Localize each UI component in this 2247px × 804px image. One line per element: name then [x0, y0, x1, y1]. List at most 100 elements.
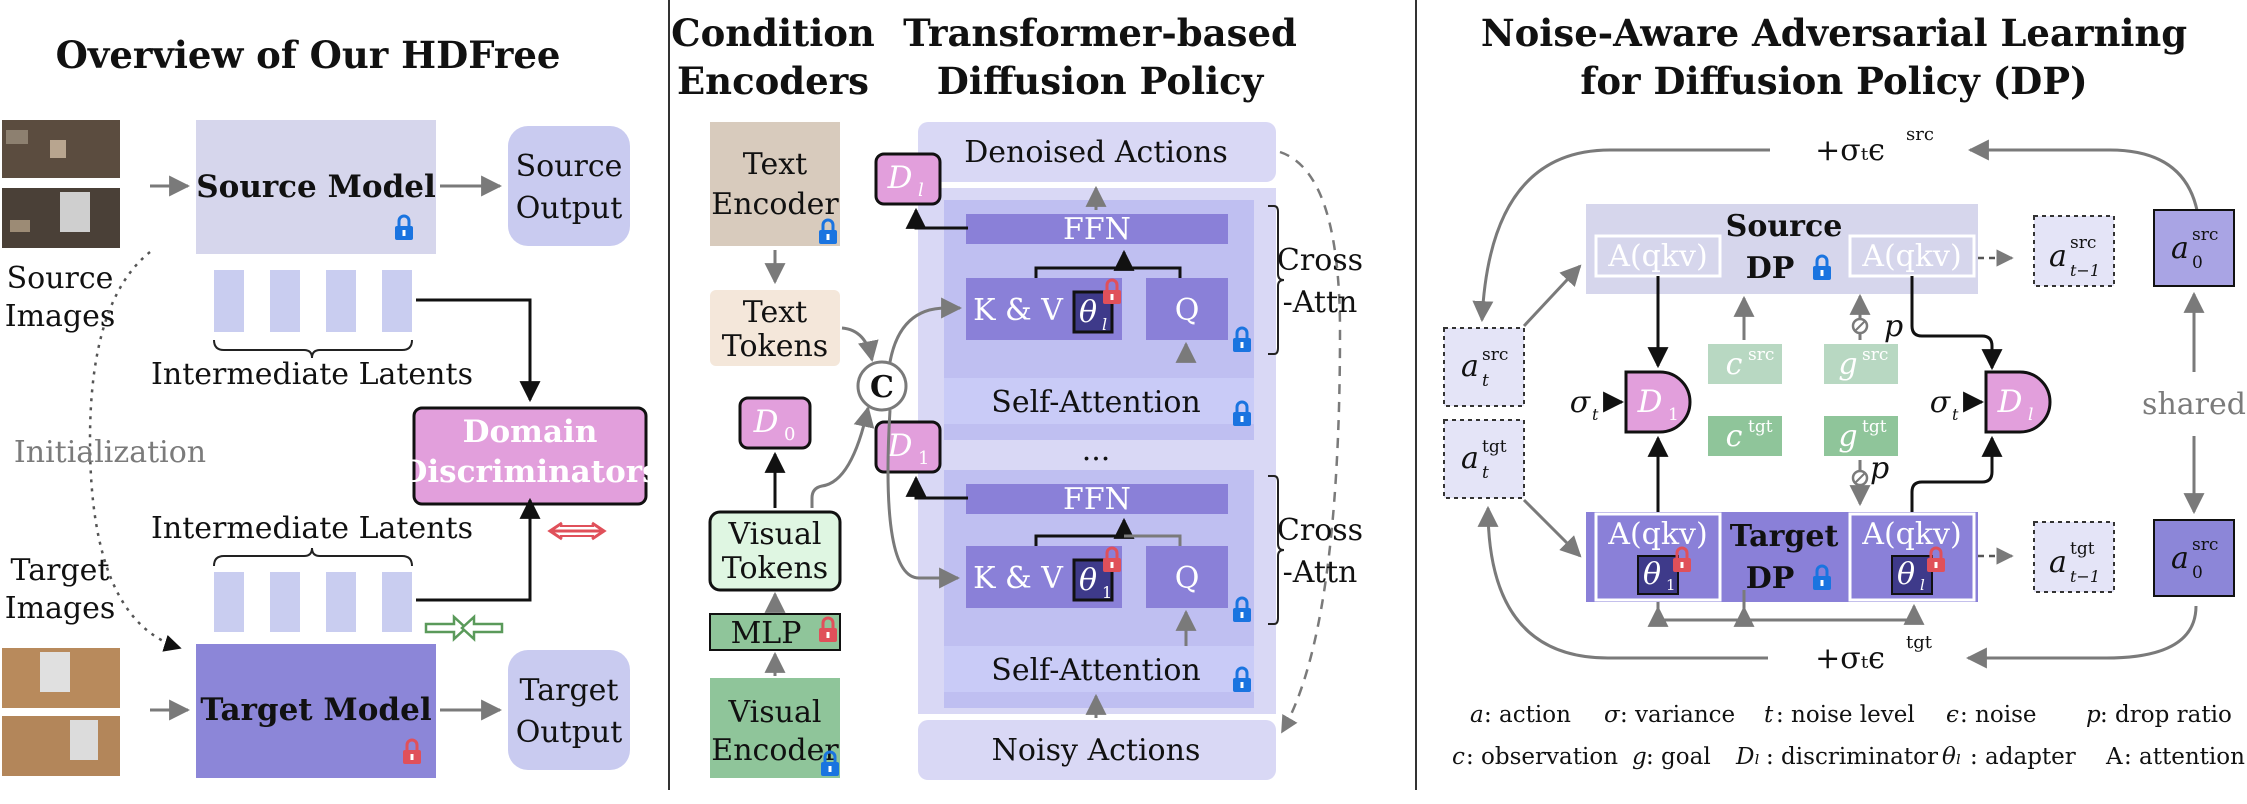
- adapter-theta-l: [1072, 290, 1114, 334]
- source-images-label-2: Images: [5, 299, 116, 334]
- a0-src-top-sup: src: [2192, 225, 2218, 245]
- intermediate-latents-top: [214, 270, 412, 332]
- source-output-box: [508, 126, 630, 246]
- visual-tokens-label-1: Visual: [728, 517, 822, 552]
- theta-1-sub: 1: [1102, 583, 1112, 602]
- self-attention-label-bottom: Self-Attention: [991, 653, 1200, 688]
- a-t-tgt-sub: t: [1482, 463, 1489, 483]
- c-tgt-sup: tgt: [1748, 417, 1773, 437]
- legend-sym: t: [1764, 702, 1774, 728]
- panel-transformer: Condition Encoders Transformer-based Dif…: [671, 11, 1363, 780]
- discriminator-d1: [874, 420, 942, 474]
- kv-label-top: K & V: [973, 293, 1064, 328]
- p3-theta-1-sub: 1: [1666, 576, 1676, 594]
- intermediate-latents-label-bottom: Intermediate Latents: [151, 511, 473, 546]
- d0-sub: 0: [784, 424, 795, 445]
- legend: a : action σ : variance t : noise level …: [1452, 702, 2245, 770]
- a0-src-bottom-box: [2153, 519, 2235, 597]
- intermediate-latents-label-top: Intermediate Latents: [151, 357, 473, 392]
- legend-sym: a: [1470, 702, 1484, 728]
- visual-encoder-label-1: Visual: [728, 695, 822, 730]
- a-hat-src-sup: src: [2070, 233, 2096, 253]
- panel2-title-right-2: Diffusion Policy: [937, 59, 1265, 103]
- visual-encoder-box: [710, 678, 840, 778]
- visual-tokens-box: [708, 510, 842, 592]
- aqkv-src-left-label: A(qkv): [1607, 239, 1707, 274]
- a-hat-tgt-box: [2033, 521, 2115, 593]
- legend-sym: p: [2086, 702, 2101, 728]
- cross-attn-label-bottom-1: Cross: [1277, 513, 1363, 548]
- legend-text: : noise level: [1776, 702, 1915, 728]
- ffn-box-top: [966, 214, 1228, 244]
- a0-src-top-sub: 0: [2192, 253, 2203, 273]
- source-dp-label-2: DP: [1746, 251, 1795, 286]
- source-images-thumbnails: [2, 120, 120, 248]
- text-tokens-box: [710, 290, 840, 366]
- kv-label-bottom: K & V: [973, 561, 1064, 596]
- intermediate-latents-bottom: [214, 572, 412, 632]
- panel-adversarial: Noise-Aware Adversarial Learning for Dif…: [1443, 11, 2246, 770]
- a-hat-src-box: [2033, 215, 2115, 287]
- noise-tgt-sup: tgt: [1906, 632, 1933, 653]
- a-t-src: a: [1461, 349, 1479, 384]
- denoised-actions-label: Denoised Actions: [964, 135, 1228, 170]
- self-attention-box-top: [944, 378, 1254, 424]
- self-attention-box-bottom: [944, 646, 1254, 692]
- visual-tokens-label-2: Tokens: [722, 551, 828, 586]
- sigma-left-sub: t: [1592, 405, 1599, 424]
- mlp-label: MLP: [731, 616, 802, 651]
- legend-text: : variance: [1620, 702, 1735, 728]
- q-box-top: [1146, 278, 1228, 340]
- legend-text: : attention: [2124, 744, 2245, 770]
- aqkv-tgt-left-label: A(qkv): [1607, 517, 1707, 552]
- theta-1: θ: [1079, 563, 1097, 598]
- legend-sym: Dₗ: [1735, 744, 1760, 770]
- panel1-title: Overview of Our HDFree: [56, 33, 561, 77]
- alignment-arrows-icon: [424, 614, 504, 642]
- noisy-actions-box: [918, 720, 1276, 780]
- theta-l-sub: l: [1102, 315, 1107, 334]
- target-images-thumbnails: [2, 648, 120, 776]
- legend-sym: c: [1452, 744, 1465, 770]
- cross-attn-label-top-2: -Attn: [1283, 285, 1358, 320]
- q-label-bottom: Q: [1175, 561, 1200, 596]
- q-box-bottom: [1146, 546, 1228, 608]
- legend-text: : observation: [1466, 744, 1618, 770]
- target-output-label-1: Target: [520, 673, 619, 708]
- target-dp-label-1: Target: [1730, 519, 1839, 554]
- shared-label: shared: [2142, 387, 2246, 422]
- source-output-label-2: Output: [516, 191, 623, 226]
- legend-sym: θₗ: [1942, 744, 1961, 770]
- a-hat-tgt-sup: tgt: [2070, 539, 2095, 559]
- g-tgt: g: [1838, 419, 1857, 454]
- g-src-box: [1824, 344, 1898, 384]
- legend-sym: g: [1632, 744, 1647, 770]
- target-images-label-2: Images: [5, 591, 116, 626]
- adversarial-arrow-icon: [547, 521, 607, 541]
- dl-label: D: [887, 160, 913, 196]
- q-label-top: Q: [1175, 293, 1200, 328]
- a-hat-src: a: [2049, 239, 2067, 274]
- cross-attn-label-bottom-2: -Attn: [1283, 555, 1358, 590]
- visual-encoder-label-2: Encoder: [711, 733, 839, 768]
- g-src: g: [1838, 347, 1857, 382]
- discriminator-dl-shape: [1984, 370, 2052, 434]
- target-output-label-2: Output: [516, 715, 623, 750]
- a-t-src-sup: src: [1482, 345, 1508, 365]
- dl-sub: l: [918, 180, 924, 201]
- ffn-label-top: FFN: [1063, 212, 1131, 247]
- p3-theta-1: θ: [1643, 557, 1661, 592]
- self-attention-label-top: Self-Attention: [991, 385, 1200, 420]
- c-tgt: c: [1726, 419, 1743, 454]
- initialization-label: Initialization: [14, 435, 206, 470]
- p3-d1: D: [1637, 384, 1663, 420]
- d1-label: D: [887, 428, 913, 464]
- legend-text: : adapter: [1970, 744, 2076, 770]
- a-hat-tgt-sub: t−1: [2070, 567, 2100, 586]
- text-tokens-label-1: Text: [743, 295, 807, 330]
- sigma-right: σ: [1930, 385, 1952, 420]
- a0-src-bottom: a: [2171, 541, 2189, 576]
- panel3-title-1: Noise-Aware Adversarial Learning: [1481, 11, 2187, 55]
- noise-src-sup: src: [1906, 124, 1934, 145]
